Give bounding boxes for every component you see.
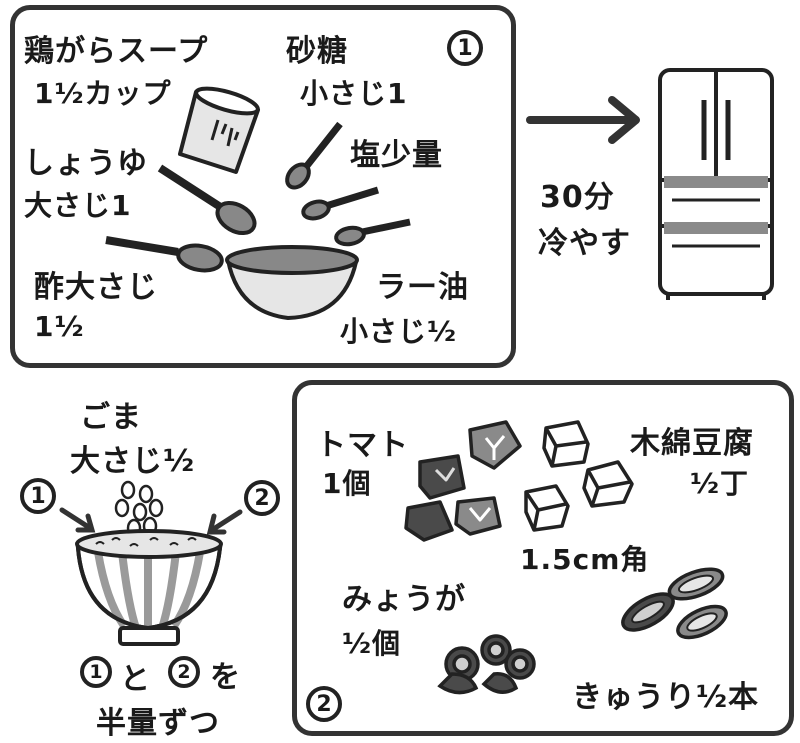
- measuring-spoon-icon: [301, 186, 380, 221]
- sesame-amount: 大さじ½: [70, 444, 196, 479]
- chicken-stock-amount: 1½カップ: [34, 77, 172, 110]
- measuring-cup-icon: [178, 86, 260, 174]
- myoga-amount: ½個: [342, 627, 401, 660]
- arrow-right-icon: [526, 96, 640, 144]
- myoga-name: みょうが: [342, 582, 466, 617]
- tofu-cubes-icon: [524, 420, 634, 532]
- chill-time: 30分: [540, 180, 615, 215]
- vegetables-panel: [292, 380, 794, 736]
- tomato-cubes-icon: [404, 420, 522, 542]
- chili-oil-name: ラー油: [376, 270, 469, 305]
- rice-bowl-icon: [75, 529, 223, 646]
- instruction-and: と: [120, 662, 151, 697]
- tomato-amount: 1個: [322, 467, 372, 500]
- sugar-name: 砂糖: [286, 34, 348, 69]
- instruction-line2: 半量ずつ: [96, 706, 220, 741]
- chill-action: 冷やす: [538, 226, 631, 261]
- salt-label: 塩少量: [350, 138, 443, 173]
- chili-oil-amount: 小さじ½: [340, 315, 457, 348]
- soy-sauce-amount: 大さじ1: [24, 189, 132, 222]
- tofu-name: 木綿豆腐: [630, 426, 754, 461]
- vinegar-name: 酢大さじ: [34, 270, 158, 305]
- cucumber-slices-icon: [621, 567, 728, 640]
- measuring-spoon-icon: [105, 236, 224, 273]
- sugar-amount: 小さじ1: [300, 77, 408, 110]
- tofu-amount: ½丁: [690, 467, 749, 500]
- left-marker-1: 1: [20, 478, 56, 514]
- measuring-spoon-icon: [285, 121, 343, 190]
- right-marker-2: 2: [244, 480, 280, 516]
- tomato-name: トマト: [316, 428, 409, 463]
- instruction-marker-1: 1: [80, 656, 112, 688]
- measuring-spoon-icon: [157, 164, 257, 236]
- soy-sauce-name: しょうゆ: [24, 146, 148, 181]
- sesame-seeds-icon: [114, 480, 164, 538]
- arrow-down-left-icon: [206, 509, 243, 535]
- arrow-down-right-icon: [59, 507, 96, 533]
- step-1-badge: 1: [447, 30, 483, 66]
- cube-size: 1.5cm角: [520, 543, 650, 576]
- instruction-wo: を: [210, 660, 241, 695]
- mixing-bowl-icon: [225, 245, 359, 321]
- chicken-stock-name: 鶏がらスープ: [24, 34, 209, 69]
- instruction-marker-2: 2: [168, 656, 200, 688]
- refrigerator-icon: [658, 68, 774, 300]
- myoga-slices-icon: [437, 634, 536, 695]
- cucumber-label: きゅうり½本: [572, 680, 760, 715]
- measuring-spoon-icon: [334, 218, 411, 247]
- vinegar-amount: 1½: [34, 310, 85, 343]
- sesame-name: ごま: [80, 400, 142, 435]
- step-2-badge: 2: [306, 686, 342, 722]
